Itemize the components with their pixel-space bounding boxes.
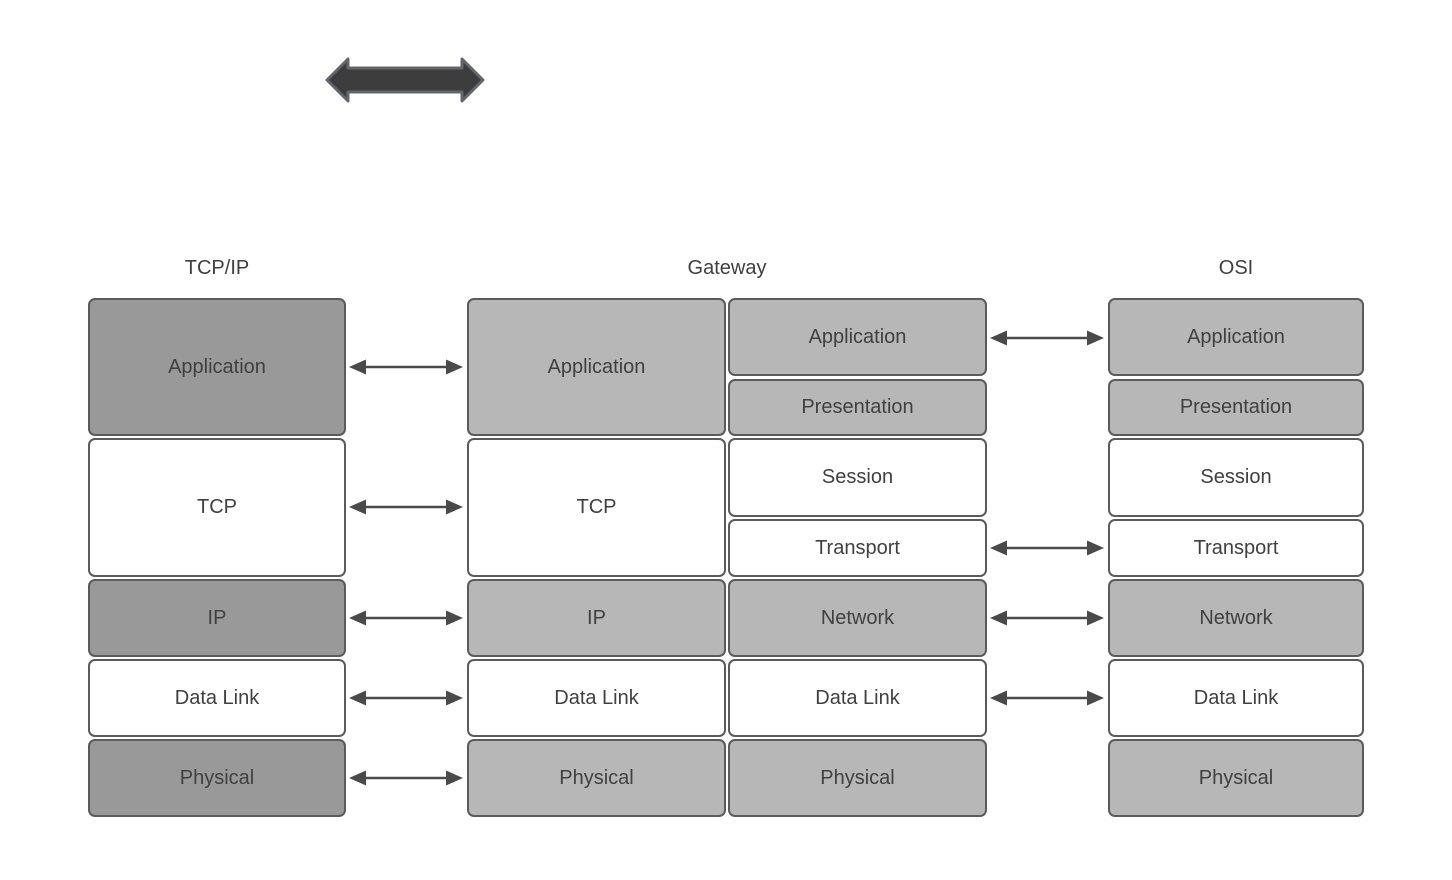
gateway-tcpip-layer-physical: Physical (467, 739, 726, 817)
arrow-tcpip-gateway-tcp (349, 499, 463, 515)
arrow-gateway-osi-network (990, 610, 1104, 626)
gateway-osi-layer-application: Application (728, 298, 987, 376)
gateway-tcpip-layer-application: Application (467, 298, 726, 436)
gateway-osi-layer-session: Session (728, 438, 987, 517)
arrow-tcpip-gateway-data-link (349, 690, 463, 706)
osi-layer-application: Application (1108, 298, 1364, 376)
arrow-gateway-osi-application (990, 330, 1104, 346)
osi-layer-presentation: Presentation (1108, 379, 1364, 436)
column-title-tcpip: TCP/IP (184, 257, 250, 279)
osi-layer-data-link: Data Link (1108, 659, 1364, 737)
gateway-osi-layer-physical: Physical (728, 739, 987, 817)
gateway-tcpip-layer-ip: IP (467, 579, 726, 657)
osi-layer-physical: Physical (1108, 739, 1364, 817)
tcpip-layer-application: Application (88, 298, 346, 436)
tcpip-layer-physical: Physical (88, 739, 346, 817)
tcpip-layer-tcp: TCP (88, 438, 346, 577)
gateway-tcpip-layer-data-link: Data Link (467, 659, 726, 737)
osi-layer-network: Network (1108, 579, 1364, 657)
arrow-tcpip-gateway-application (349, 359, 463, 375)
arrow-tcpip-gateway-physical (349, 770, 463, 786)
arrow-gateway-osi-transport (990, 540, 1104, 556)
tcpip-layer-data-link: Data Link (88, 659, 346, 737)
osi-layer-transport: Transport (1108, 519, 1364, 577)
column-title-gateway: Gateway (687, 257, 767, 279)
osi-layer-session: Session (1108, 438, 1364, 517)
gateway-osi-layer-presentation: Presentation (728, 379, 987, 436)
gateway-osi-layer-data-link: Data Link (728, 659, 987, 737)
double-arrow-icon (325, 57, 485, 103)
gateway-osi-layer-network: Network (728, 579, 987, 657)
column-title-osi: OSI (1218, 257, 1254, 279)
gateway-tcpip-layer-tcp: TCP (467, 438, 726, 577)
gateway-osi-layer-transport: Transport (728, 519, 987, 577)
tcpip-layer-ip: IP (88, 579, 346, 657)
arrow-tcpip-gateway-ip (349, 610, 463, 626)
arrow-gateway-osi-data-link (990, 690, 1104, 706)
